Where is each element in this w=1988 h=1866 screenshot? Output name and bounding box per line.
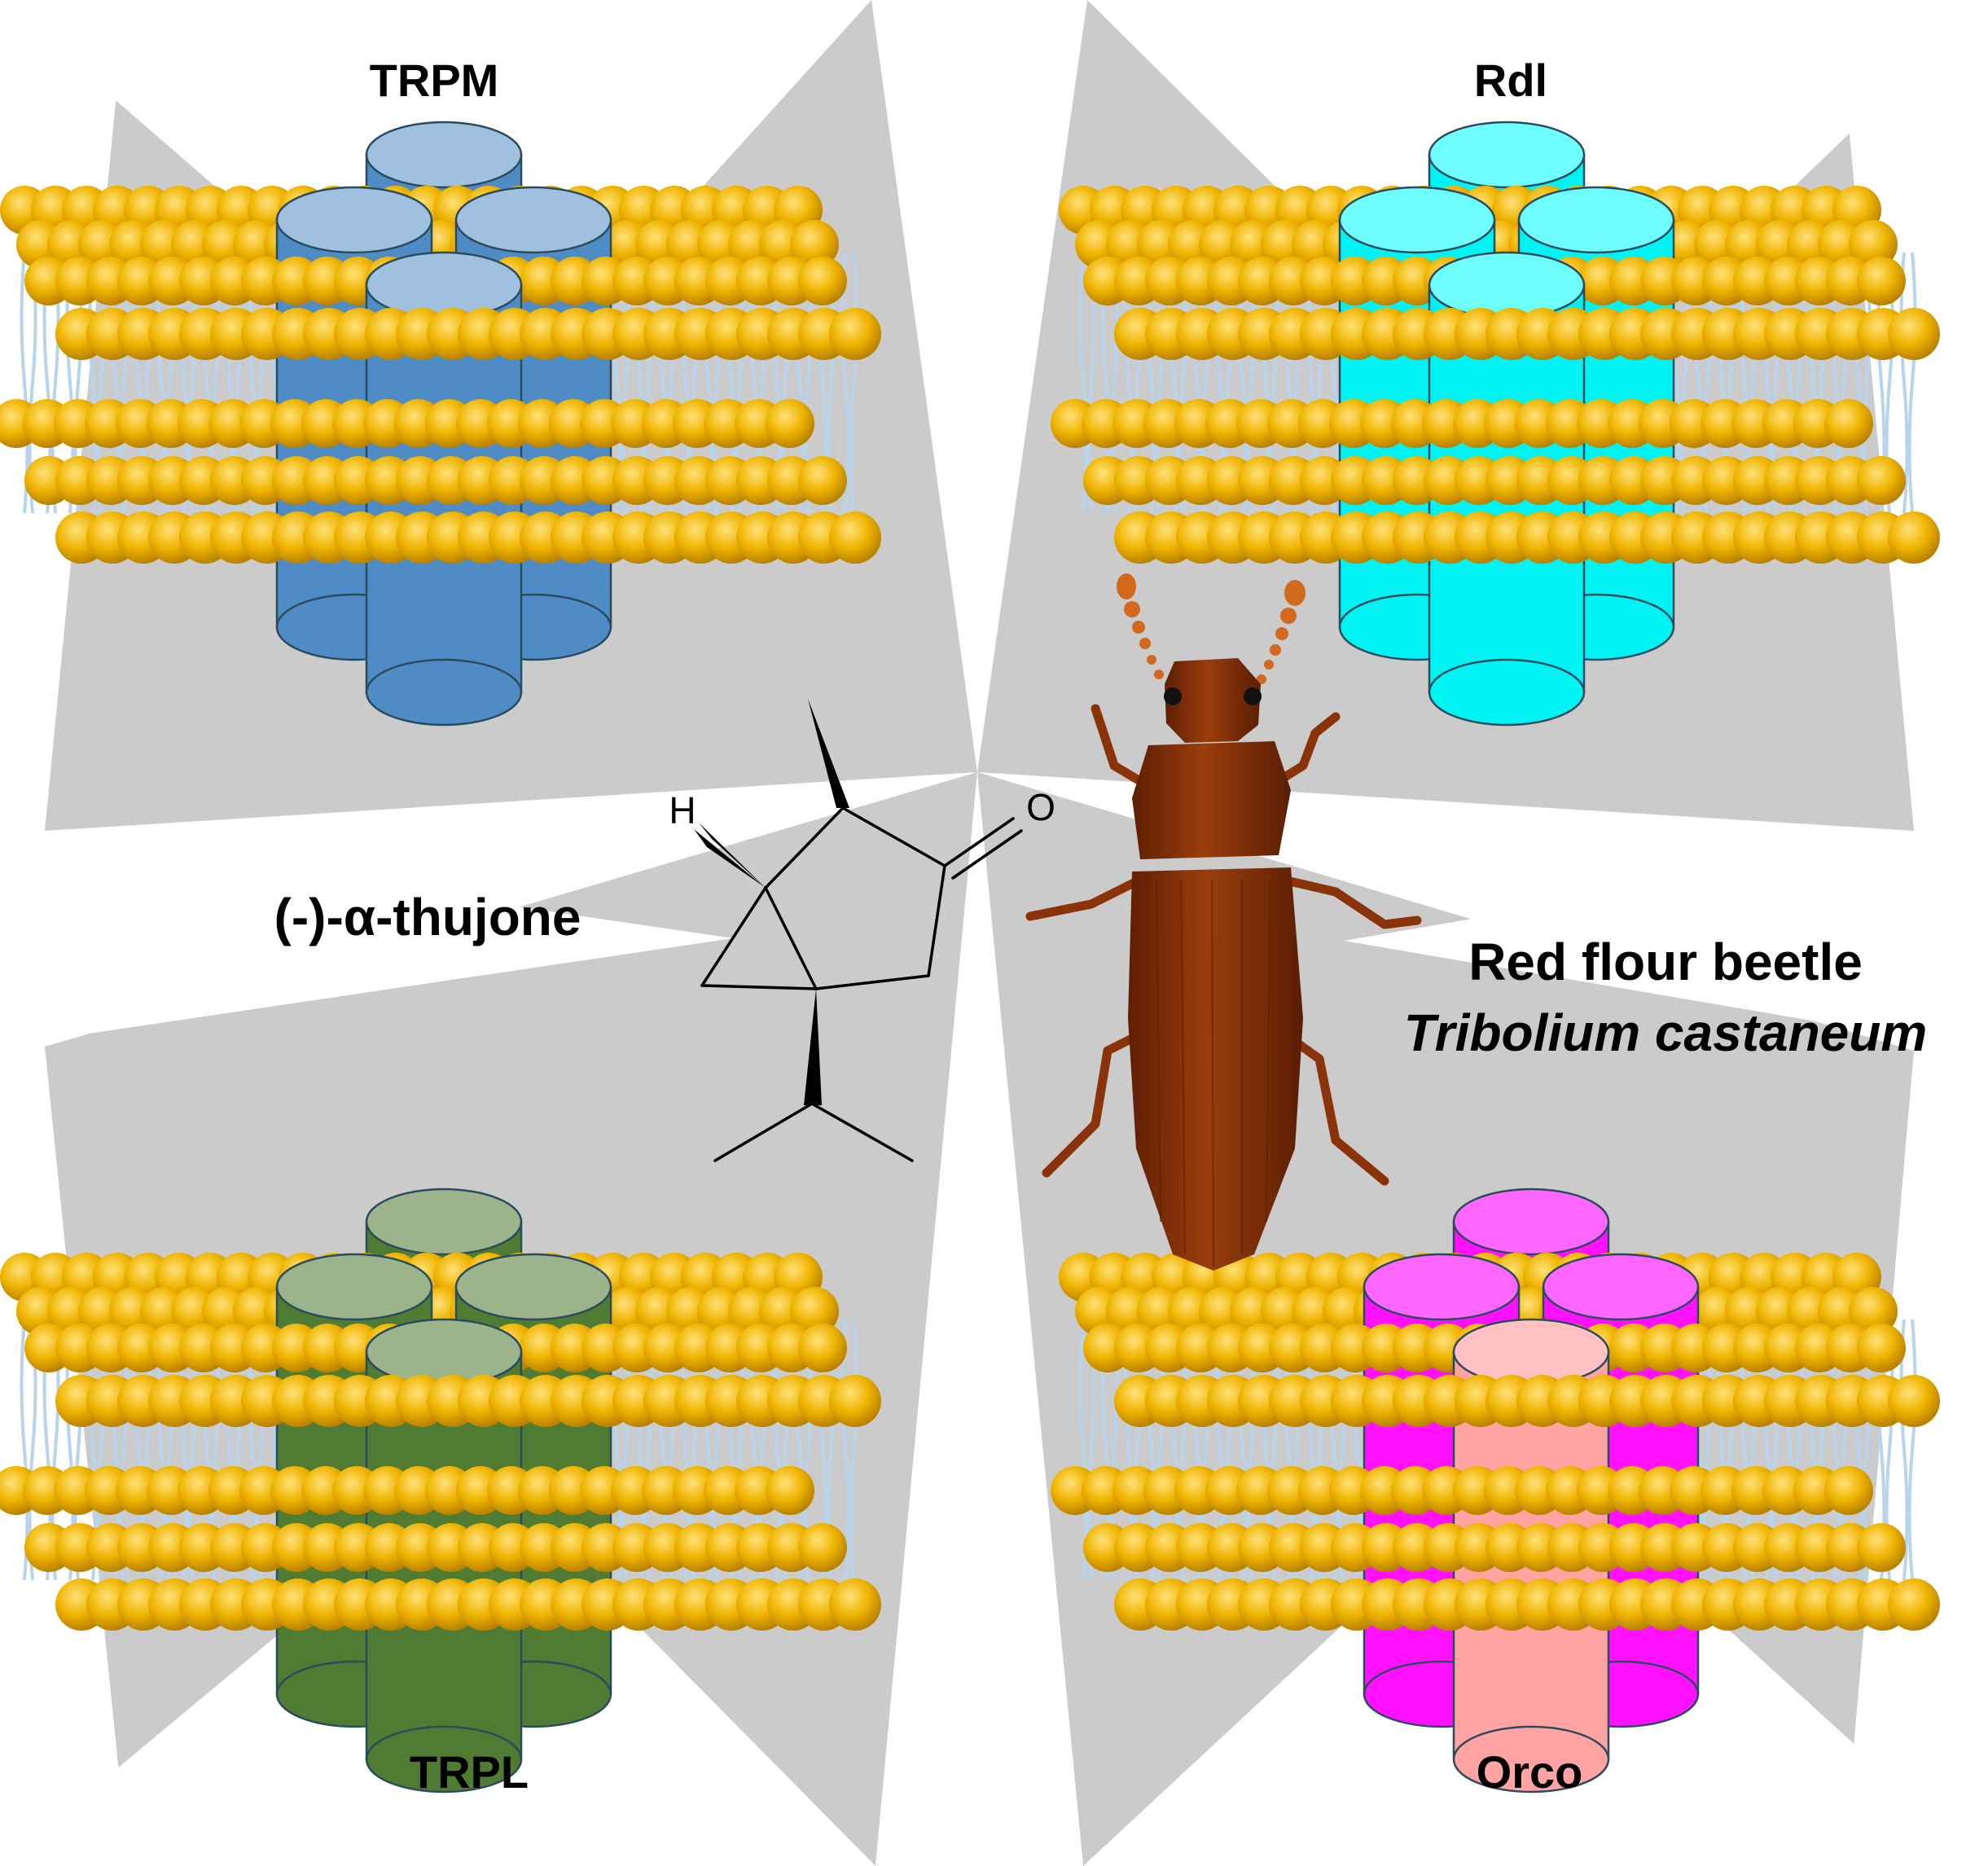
label-trpm: TRPM xyxy=(370,55,499,106)
lipid-head xyxy=(1857,1324,1906,1372)
lipid-head xyxy=(829,308,881,360)
lipid-tail xyxy=(1907,252,1917,514)
label-rdl: Rdl xyxy=(1474,55,1547,106)
thujone-structure xyxy=(700,806,1023,1162)
ray-cutout xyxy=(876,772,1083,1866)
channel-subunit-top xyxy=(275,186,433,254)
channel-subunit-top xyxy=(365,121,523,189)
lipid-head xyxy=(829,512,881,564)
channel-subunit-top xyxy=(1338,186,1496,254)
lipid-head xyxy=(798,1523,847,1572)
channel-subunit-top xyxy=(275,1253,433,1321)
lipid-head xyxy=(829,1578,881,1631)
ray-cutout xyxy=(871,0,1087,772)
lipid-head xyxy=(1824,399,1873,448)
membrane-trpl xyxy=(0,1188,881,1794)
lipid-head xyxy=(1849,220,1898,269)
channel-subunit-top xyxy=(454,186,612,254)
ray-cutout xyxy=(0,831,733,1047)
lipid-head xyxy=(1888,512,1940,564)
lipid-head xyxy=(766,399,814,448)
atom-hydrogen: H xyxy=(669,789,696,832)
lipid-head xyxy=(1857,1523,1906,1572)
lipid-tail xyxy=(849,252,858,514)
membrane-trpm xyxy=(0,121,881,727)
channel-subunit-top xyxy=(1428,121,1586,189)
channel-subunit-top xyxy=(1452,1318,1610,1386)
wedge-bond-hydrogen xyxy=(699,823,766,888)
compound-name: (-)-α-thujone xyxy=(274,888,581,946)
antenna-left xyxy=(1117,573,1164,679)
lipid-head xyxy=(1849,1287,1898,1336)
lipid-head xyxy=(790,1287,839,1336)
ray-cutout xyxy=(1344,831,1988,1051)
lipid-head xyxy=(798,456,847,505)
channel-subunit-bottom xyxy=(365,1725,523,1794)
channel-subunit-top xyxy=(365,1318,523,1386)
lipid-head xyxy=(1824,1466,1873,1515)
lipid-head xyxy=(1888,1375,1940,1427)
channel-subunit-top xyxy=(365,1188,523,1256)
channel-subunit-top xyxy=(365,251,523,319)
lipid-head xyxy=(1857,257,1906,305)
beetle-icon xyxy=(1025,573,1422,1271)
lipid-head xyxy=(829,1375,881,1427)
channel-subunit-top xyxy=(1428,251,1586,319)
channel-subunit-top xyxy=(454,1253,612,1321)
lipid-tail xyxy=(849,1319,858,1581)
membrane-rdl xyxy=(1051,121,1940,727)
beetle-species-name: Tribolium castaneum xyxy=(1404,1003,1928,1062)
channel-subunit-bottom xyxy=(365,658,523,727)
lipid-head xyxy=(766,1466,814,1515)
channel-subunit-bottom xyxy=(1452,1725,1610,1794)
membrane-orco xyxy=(1051,1188,1940,1794)
label-orco: Orco xyxy=(1477,1746,1583,1798)
beetle-common-name: Red flour beetle xyxy=(1468,933,1863,991)
lipid-head xyxy=(1888,308,1940,360)
lipid-head xyxy=(798,1324,847,1372)
channel-subunit-top xyxy=(1363,1253,1521,1321)
lipid-head xyxy=(798,257,847,305)
wedge-bond-hydrogen-b xyxy=(694,829,766,888)
lipid-head xyxy=(1857,456,1906,505)
lipid-head xyxy=(1888,1578,1940,1631)
lipid-tail xyxy=(1907,1319,1917,1581)
wedge-bond-methyl xyxy=(808,699,849,808)
wedge-bond-isopropyl xyxy=(804,989,822,1105)
channel-subunit-top xyxy=(1542,1253,1700,1321)
channel-subunit-bottom xyxy=(1428,658,1586,727)
lipid-head xyxy=(790,220,839,269)
atom-oxygen: O xyxy=(1026,786,1055,828)
channel-subunit-top xyxy=(1452,1188,1610,1256)
antenna-right xyxy=(1257,580,1306,684)
channel-subunit-top xyxy=(1517,186,1675,254)
label-trpl: TRPL xyxy=(410,1746,529,1798)
